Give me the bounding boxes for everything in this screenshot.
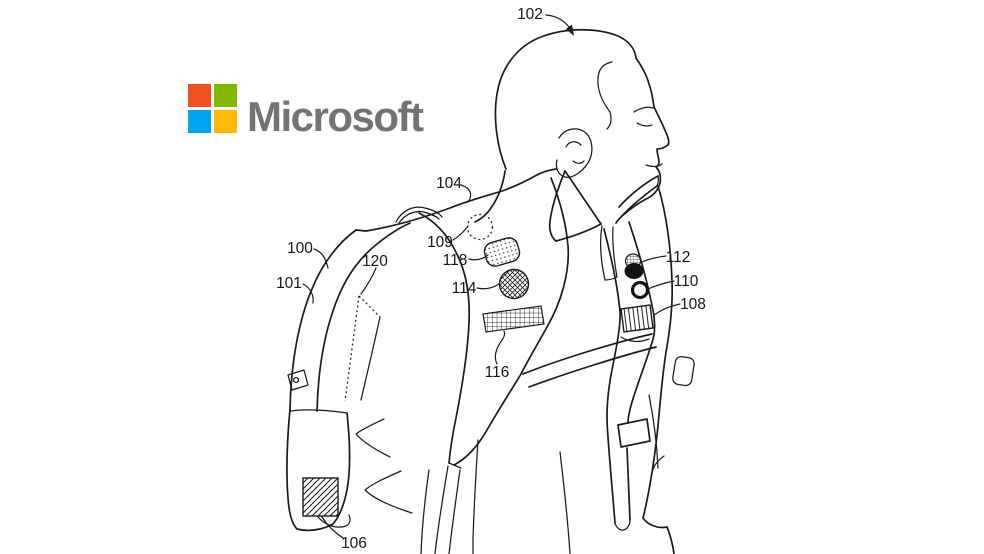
sensor-116-grid-band [482,305,545,333]
ref-label-109: 109 [427,234,453,251]
strap-clip [287,369,309,391]
leader-102-arrowhead [566,24,574,36]
bottom-corner-curl [317,514,351,528]
logo-square-bottom-right [214,110,237,133]
chest-strap-fold [620,336,650,343]
strap-webbing [434,465,461,554]
chest-strap-left-edge [603,228,621,524]
microsoft-logo: Microsoft [188,84,426,140]
backpack [286,206,443,532]
ref-label-116: 116 [485,364,510,381]
strap-below-buckle [626,447,631,521]
leader-109 [452,225,469,241]
ref-label-114: 114 [452,280,477,297]
device-112-button-bottom [624,263,644,279]
reference-numerals: 102 104 100 101 120 109 118 114 116 106 … [276,6,706,552]
sensor-114-crosshatch-circle [498,268,530,300]
leader-100 [313,248,329,269]
device-108-striped-module [620,304,654,333]
ref-label-120: 120 [362,253,388,270]
back-of-neck [474,170,506,223]
ref-label-112: 112 [666,249,691,266]
shirt-fold-hem [651,455,665,474]
device-110-camera-ring [630,280,650,300]
hairline [597,61,613,130]
ref-label-101: 101 [276,275,302,292]
leader-120 [360,267,377,295]
ear-outline [555,128,593,178]
placket [599,225,618,281]
logo-square-top-right [214,84,237,107]
strap-rounded-tip [614,519,631,531]
chest-strap-right-edge [627,221,656,424]
strap-top-edge [365,168,557,232]
leader-101 [302,283,314,304]
eyebrow [633,106,654,113]
pocket-dotted-seam [344,295,381,402]
sternum-strap [522,333,657,388]
ref-label-110: 110 [674,273,699,290]
sleeve-folds [355,418,479,554]
ref-label-108: 108 [680,296,706,313]
pocket-fold [360,316,381,401]
microsoft-wordmark: Microsoft [247,93,424,140]
sleeve-side-line [559,451,571,554]
leader-106 [321,516,344,539]
strap-buckle [617,418,651,448]
front-straps [522,221,695,531]
shoulder-strap [365,168,570,554]
backpack-inner-edge [316,222,411,412]
leader-114 [476,283,500,290]
leader-108 [653,303,681,316]
mouth-line [645,163,663,167]
leader-104 [460,184,472,203]
leader-lines [302,14,681,539]
bottom-seam [290,409,348,414]
logo-square-bottom-left [188,110,211,133]
ref-label-104: 104 [436,175,462,192]
ref-label-102: 102 [517,6,543,23]
ref-label-118: 118 [443,252,468,269]
logo-square-top-left [188,84,211,107]
leader-110 [647,280,675,290]
logo-grid [188,84,237,133]
shirt-collar [548,170,660,281]
leader-118 [468,254,489,261]
backpack-handle [395,206,443,224]
closed-eye [636,122,653,127]
head-outline [494,28,670,224]
sensor-patch-106-hatched [302,477,339,517]
ear-inner [565,141,585,164]
leader-116 [494,330,506,365]
strap-left-edge [418,212,471,464]
strap-right-edge [453,177,570,466]
strap-clip-rivet [292,376,300,384]
ref-label-106: 106 [341,535,367,552]
ref-label-100: 100 [287,240,313,257]
leader-112 [641,255,667,263]
backpack-outer-edge [289,229,367,410]
sternum-strap-keeper [672,356,695,387]
strap-tip [448,462,462,469]
